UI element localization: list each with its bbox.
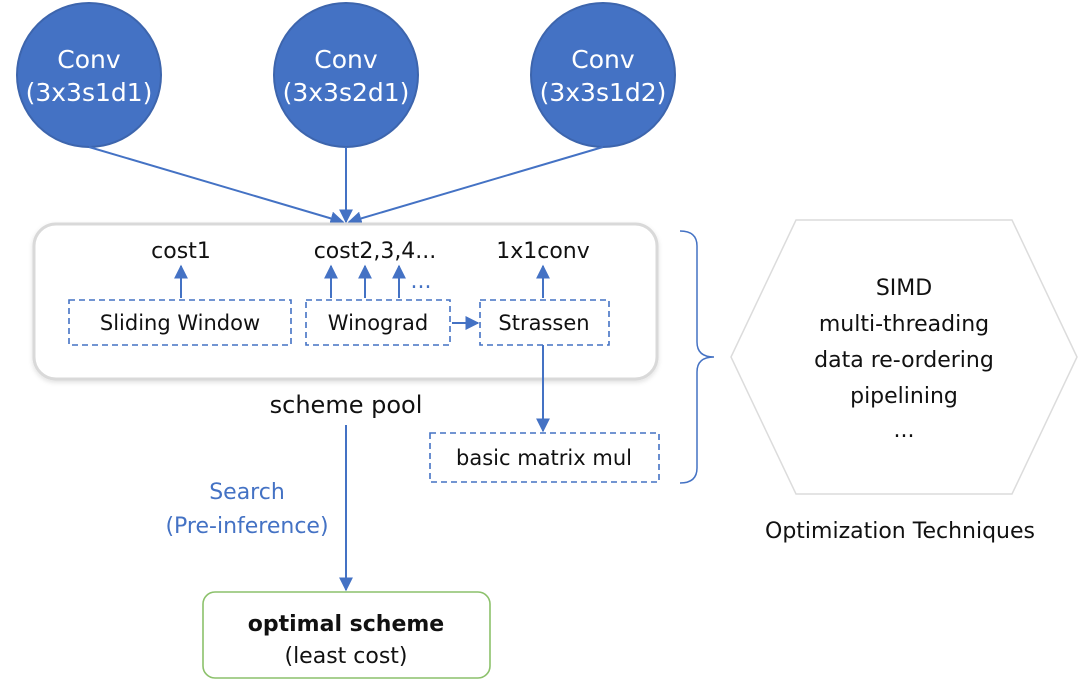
conv-node-3-circle bbox=[530, 2, 676, 148]
scheme-sliding-window: Sliding Window bbox=[68, 299, 292, 346]
conv-node-1-params: (3x3s1d1) bbox=[26, 78, 153, 107]
conv-node-2-params: (3x3s2d1) bbox=[283, 78, 410, 107]
basic-matrix-mul-label: basic matrix mul bbox=[456, 446, 632, 470]
optimal-scheme-box bbox=[202, 591, 491, 679]
optimal-scheme-subtitle: (least cost) bbox=[284, 644, 407, 669]
optimal-scheme-title: optimal scheme bbox=[248, 612, 444, 637]
technique-multi-threading: multi-threading bbox=[819, 312, 989, 337]
cost-label-sliding-window: cost1 bbox=[151, 239, 211, 264]
conv-node-3: Conv (3x3s1d2) bbox=[530, 2, 676, 148]
technique-data-reordering: data re-ordering bbox=[814, 348, 994, 373]
scheme-strassen-label: Strassen bbox=[498, 311, 589, 335]
search-sublabel: (Pre-inference) bbox=[165, 514, 328, 539]
search-label: Search bbox=[209, 480, 285, 505]
scheme-winograd-label: Winograd bbox=[328, 311, 428, 335]
scheme-sliding-window-box bbox=[68, 299, 292, 346]
more-costs-ellipsis: ... bbox=[411, 269, 432, 294]
scheme-strassen-box bbox=[479, 299, 610, 346]
cost-label-strassen: 1x1conv bbox=[496, 239, 590, 264]
conv-node-3-params: (3x3s1d2) bbox=[540, 78, 667, 107]
optimal-scheme: optimal scheme (least cost) bbox=[202, 591, 491, 679]
conv-node-1: Conv (3x3s1d1) bbox=[16, 2, 162, 148]
scheme-pool-label: scheme pool bbox=[270, 391, 423, 419]
curly-brace bbox=[679, 230, 715, 484]
conv-node-2: Conv (3x3s2d1) bbox=[273, 2, 419, 148]
conv-node-3-title: Conv bbox=[571, 45, 635, 74]
arrow-conv1-to-pool bbox=[88, 146, 345, 226]
basic-matrix-mul-box bbox=[429, 432, 660, 483]
conv-node-1-title: Conv bbox=[57, 45, 121, 74]
scheme-winograd-box bbox=[305, 299, 451, 346]
scheme-winograd: Winograd bbox=[305, 299, 451, 346]
basic-matrix-mul: basic matrix mul bbox=[429, 432, 660, 483]
technique-simd: SIMD bbox=[876, 276, 932, 301]
cost-label-winograd: cost2,3,4... bbox=[314, 239, 437, 264]
arrow-conv3-to-pool bbox=[347, 146, 604, 226]
optimization-caption: Optimization Techniques bbox=[765, 519, 1035, 544]
scheme-strassen: Strassen bbox=[479, 299, 610, 346]
technique-pipelining: pipelining bbox=[850, 384, 958, 409]
conv-node-2-title: Conv bbox=[314, 45, 378, 74]
optimization-hexagon bbox=[730, 219, 1078, 495]
scheme-sliding-window-label: Sliding Window bbox=[100, 311, 260, 335]
technique-ellipsis: ... bbox=[894, 418, 915, 443]
conv-node-2-circle bbox=[273, 2, 419, 148]
conv-node-1-circle bbox=[16, 2, 162, 148]
